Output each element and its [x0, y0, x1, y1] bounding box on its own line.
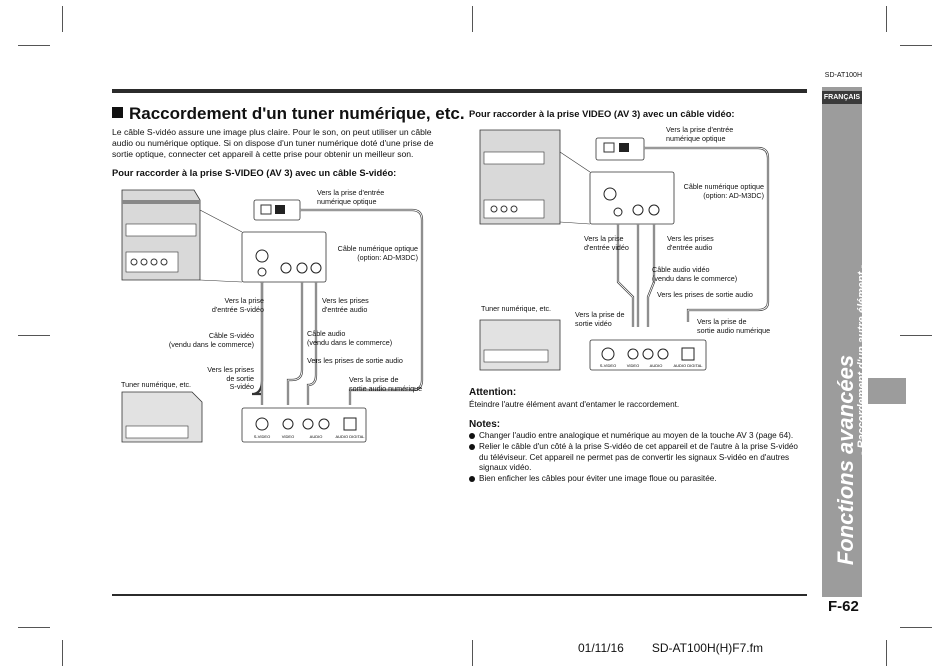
crop-mark	[62, 6, 63, 32]
label-audio-output: Vers les prises de sortie audio	[307, 356, 403, 365]
label-svideo-cable: Câble S-vidéo (vendu dans le commerce)	[168, 331, 254, 349]
footer-filename: SD-AT100H(H)F7.fm	[651, 641, 763, 655]
svg-text:AUDIO: AUDIO	[650, 363, 663, 368]
svg-text:AUDIO DIGITAL: AUDIO DIGITAL	[673, 363, 703, 368]
chapter-tab	[868, 378, 906, 404]
label-audio-cable: Câble audio vidéo (vendu dans le commerc…	[652, 265, 738, 283]
svg-text:S-VIDEO: S-VIDEO	[600, 363, 616, 368]
footer-date: 01/11/16	[578, 641, 624, 655]
bottom-rule	[112, 594, 807, 596]
label-audio-output: Vers les prises de sortie audio	[657, 290, 753, 299]
label-svideo-input: Vers la prise d'entrée S-vidéo	[211, 296, 264, 314]
main-unit-illustration	[121, 189, 243, 283]
section-title: Raccordement d'un tuner numérique, etc.	[112, 104, 465, 124]
label-optical-input: Vers la prise d'entrée numérique optique	[317, 188, 385, 206]
crop-mark	[886, 640, 887, 666]
intro-paragraph: Le câble S-vidéo assure une image plus c…	[112, 127, 434, 159]
crop-mark	[18, 627, 50, 628]
bullet-icon	[469, 433, 475, 439]
notes-heading: Notes:	[469, 419, 501, 430]
svideo-connection-diagram: S-VIDEO VIDEO AUDIO AUDIO DIGITAL	[121, 189, 424, 443]
crop-mark	[62, 640, 63, 666]
right-diagram-heading: Pour raccorder à la prise VIDEO (AV 3) a…	[469, 108, 735, 119]
svg-text:VIDEO: VIDEO	[627, 363, 639, 368]
list-item: Bien enficher les câbles pour éviter une…	[469, 474, 809, 484]
crop-mark	[900, 335, 932, 336]
left-diagram-heading: Pour raccorder à la prise S-VIDEO (AV 3)…	[112, 167, 397, 178]
label-optical-cable: Câble numérique optique (option: AD-M3DC…	[683, 182, 764, 200]
page-number: F-62	[828, 598, 859, 615]
label-optical-input: Vers la prise d'entrée numérique optique	[666, 125, 734, 143]
label-optical-cable: Câble numérique optique (option: AD-M3DC…	[337, 244, 418, 262]
main-unit-illustration	[479, 129, 591, 225]
attention-heading: Attention:	[469, 387, 517, 398]
top-rule	[112, 89, 807, 93]
label-digital-output: Vers la prise de sortie audio numérique	[349, 375, 423, 393]
attention-text: Éteindre l'autre élément avant d'entamer…	[469, 400, 680, 409]
label-audio-input: Vers les prises d'entrée audio	[322, 296, 369, 314]
label-tuner: Tuner numérique, etc.	[121, 380, 192, 389]
list-item: Changer l'audio entre analogique et numé…	[469, 431, 809, 441]
label-audio-input: Vers les prises d'entrée audio	[667, 234, 714, 252]
square-bullet-icon	[112, 107, 123, 118]
crop-mark	[472, 6, 473, 32]
crop-mark	[18, 335, 50, 336]
label-video-input: Vers la prise d'entrée vidéo	[584, 234, 629, 252]
crop-mark	[900, 627, 932, 628]
svg-text:S-VIDEO: S-VIDEO	[254, 434, 270, 439]
svg-text:VIDEO: VIDEO	[282, 434, 294, 439]
section-sidebar	[822, 87, 862, 597]
label-audio-cable: Câble audio (vendu dans le commerce)	[307, 329, 393, 347]
crop-mark	[886, 6, 887, 32]
svg-text:AUDIO DIGITAL: AUDIO DIGITAL	[335, 434, 365, 439]
svg-text:AUDIO: AUDIO	[310, 434, 323, 439]
crop-mark	[18, 45, 50, 46]
sidebar-subtitle: - Raccordement d'un autre élément -	[856, 264, 868, 456]
tuner-illustration	[479, 319, 561, 371]
label-video-output: Vers la prise de sortie vidéo	[575, 310, 625, 328]
model-number: SD-AT100H	[824, 72, 862, 79]
label-digital-output: Vers la prise de sortie audio numérique	[697, 317, 771, 335]
list-item: Relier le câble d'un côté à la prise S-v…	[469, 442, 809, 473]
video-connection-diagram: S-VIDEO VIDEO AUDIO AUDIO DIGITAL	[479, 129, 770, 371]
tuner-illustration	[121, 391, 203, 443]
crop-mark	[900, 45, 932, 46]
label-tuner: Tuner numérique, etc.	[481, 304, 552, 313]
bullet-icon	[469, 476, 475, 483]
footer: 01/11/16 SD-AT100H(H)F7.fm	[578, 641, 763, 655]
bullet-icon	[469, 444, 475, 451]
language-tab: FRANÇAIS	[822, 91, 862, 104]
label-svideo-output: Vers les prises de sortie S-vidéo	[207, 365, 254, 392]
notes-list: Changer l'audio entre analogique et numé…	[469, 431, 809, 485]
crop-mark	[472, 640, 473, 666]
